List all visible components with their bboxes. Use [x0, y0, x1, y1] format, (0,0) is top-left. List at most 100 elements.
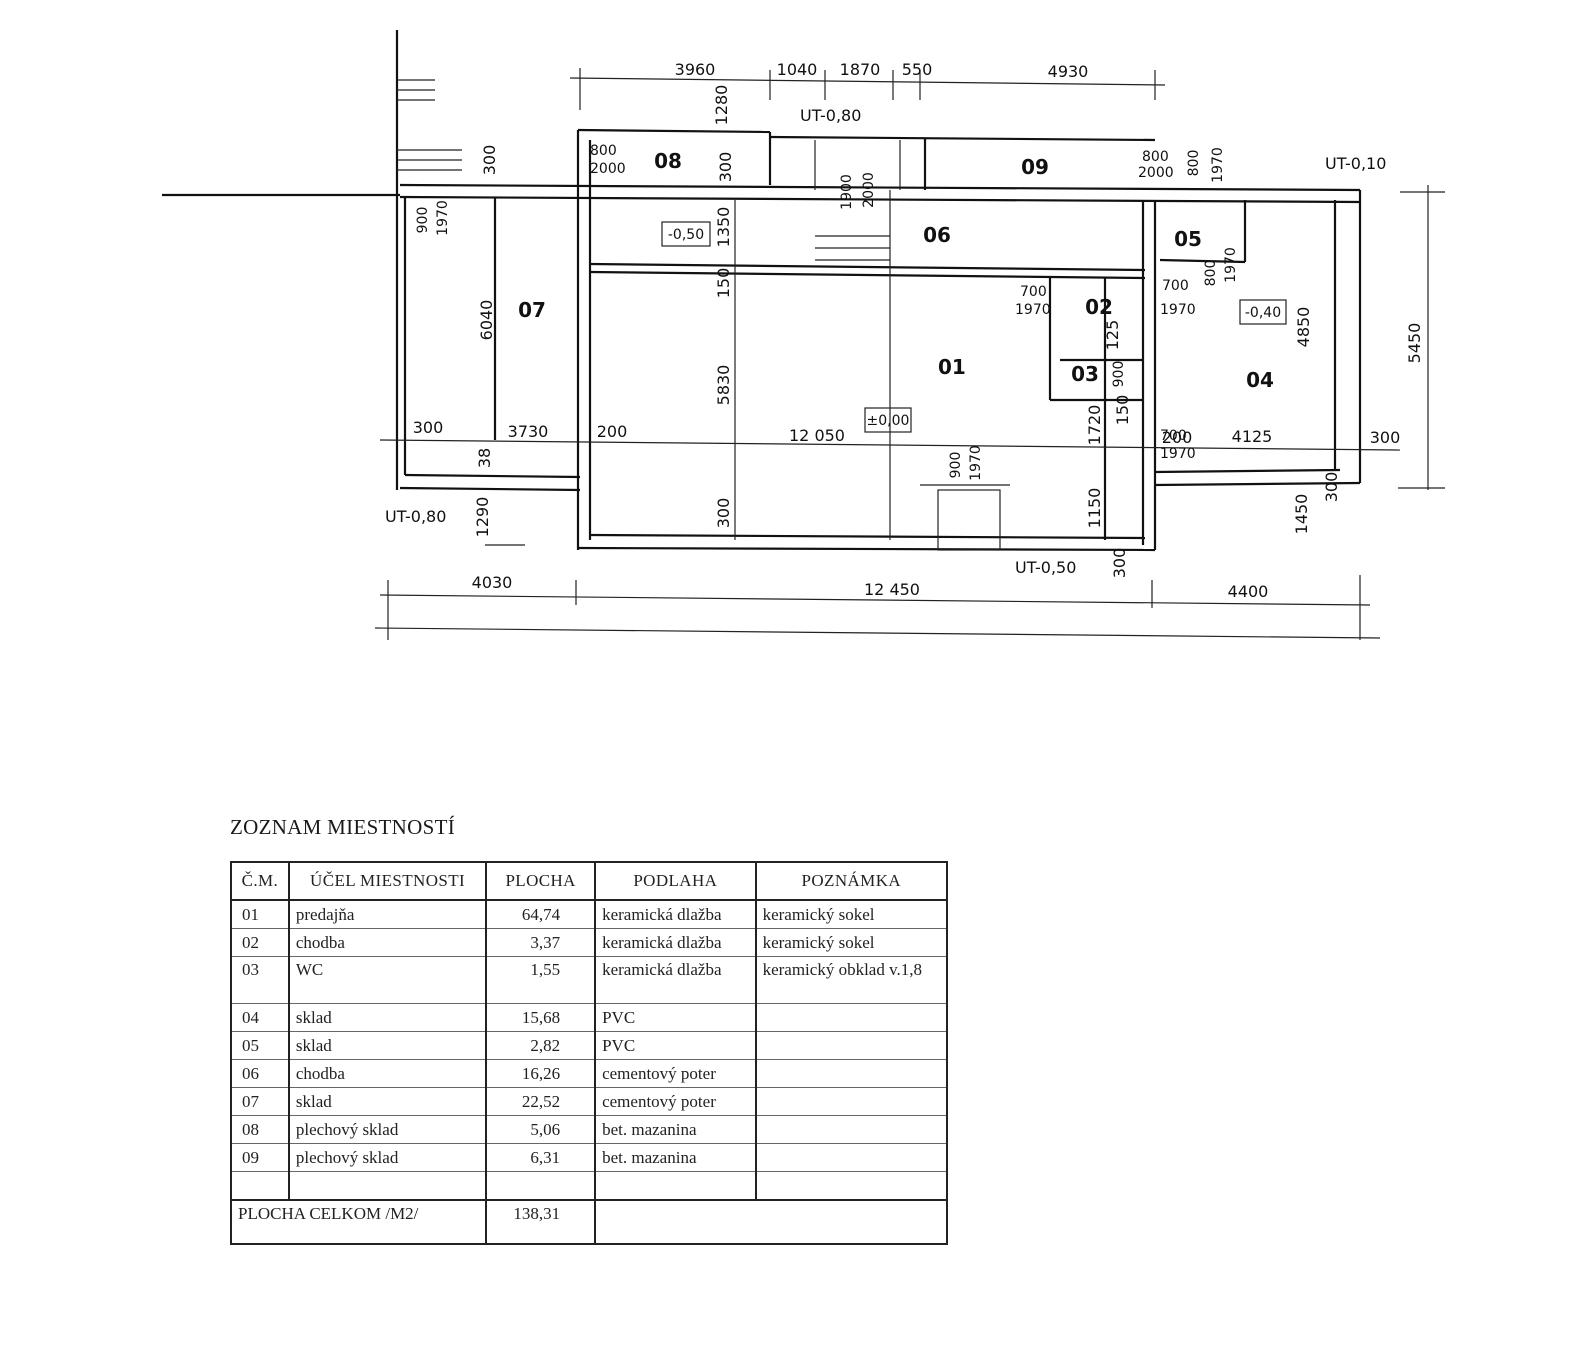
door-dim: 800 [590, 143, 617, 159]
dim-vertical: 300 [714, 498, 733, 529]
table-header-row: Č.M. ÚČEL MIESTNOSTI PLOCHA PODLAHA POZN… [230, 861, 949, 901]
total-label: PLOCHA CELKOM /M2/ [229, 1199, 488, 1245]
dim-vertical: 300 [480, 145, 499, 176]
level-box: -0,40 [1245, 305, 1281, 321]
dim-vertical: 1150 [1085, 488, 1104, 529]
dim-vertical: 1720 [1085, 405, 1104, 446]
dim-vertical: 300 [716, 152, 735, 183]
cell-floor: keramická dlažba [594, 900, 757, 929]
level-box: ±0,00 [867, 413, 910, 429]
dim-bottom: 4400 [1228, 582, 1269, 601]
cell-area: 1,55 [485, 956, 597, 1004]
dim-vertical: 1450 [1292, 494, 1311, 535]
cell-area: 22,52 [485, 1087, 597, 1116]
door-dim: 700 [1020, 284, 1047, 300]
column-header-number: Č.M. [230, 861, 290, 901]
cell-area: 15,68 [485, 1003, 597, 1032]
cell-purpose: sklad [287, 1003, 488, 1032]
column-header-note: POZNÁMKA [754, 861, 949, 901]
cell-note: keramický obklad v.1,8 [754, 956, 949, 1004]
dim-top: 4930 [1048, 62, 1089, 81]
dimension-labels: 3960 1040 1870 550 4930 4030 12 450 4400… [413, 60, 1424, 601]
door-dim: 1970 [1015, 302, 1051, 318]
dim-vertical: 300 [1322, 472, 1341, 503]
cell-floor: keramická dlažba [594, 928, 757, 957]
table-row: 03 WC 1,55 keramická dlažba keramický ob… [230, 956, 949, 1004]
room-label-01: 01 [938, 355, 966, 379]
cell-floor: cementový poter [594, 1087, 757, 1116]
door-dim: 900 [415, 207, 431, 234]
door-dim: 1970 [435, 200, 451, 236]
level-mark-right-top: UT-0,10 [1325, 154, 1386, 173]
cell-floor: PVC [594, 1031, 757, 1060]
cell-note [754, 1115, 949, 1144]
dim-vertical: 38 [475, 448, 494, 468]
cell-number: 07 [230, 1087, 290, 1116]
table-row: 07 sklad 22,52 cementový poter [230, 1087, 949, 1116]
room-label-03: 03 [1071, 362, 1099, 386]
dim-vertical: 150 [1113, 395, 1132, 426]
table-row-empty [230, 1171, 949, 1201]
door-dim: 800 [1203, 260, 1219, 287]
cell-purpose: chodba [287, 928, 488, 957]
dim-top: 1040 [777, 60, 818, 79]
cell-purpose: plechový sklad [287, 1115, 488, 1144]
cell-purpose: chodba [287, 1059, 488, 1088]
cell-note [754, 1087, 949, 1116]
dim-vertical: 125 [1103, 320, 1122, 351]
cell-floor: bet. mazanina [594, 1115, 757, 1144]
cell-purpose: sklad [287, 1087, 488, 1116]
total-empty-cell [594, 1199, 948, 1245]
room-list-table: Č.M. ÚČEL MIESTNOSTI PLOCHA PODLAHA POZN… [229, 861, 949, 1245]
dim-top: 550 [902, 60, 933, 79]
cell-number [230, 1171, 290, 1201]
table-row: 02 chodba 3,37 keramická dlažba keramick… [230, 928, 949, 957]
column-header-area: PLOCHA [485, 861, 597, 901]
room-label-02: 02 [1085, 295, 1113, 319]
cell-area [485, 1171, 597, 1201]
door-dim: 1900 [839, 174, 855, 210]
table-row: 08 plechový sklad 5,06 bet. mazanina [230, 1115, 949, 1144]
door-dim: 1970 [1160, 446, 1196, 462]
cell-number: 05 [230, 1031, 290, 1060]
door-dim: 700 [1162, 278, 1189, 294]
dimension-lines [374, 68, 1445, 640]
dim-mid: 3730 [508, 422, 549, 441]
floor-plan: 01 02 03 04 05 06 07 08 09 3960 1040 187… [162, 30, 1445, 640]
room-label-05: 05 [1174, 227, 1202, 251]
dim-vertical: 5830 [714, 365, 733, 406]
level-boxes: -0,50 ±0,00 -0,40 [661, 221, 1287, 433]
door-dim: 1970 [1210, 147, 1226, 183]
dim-bottom: 4030 [472, 573, 513, 592]
cell-floor [594, 1171, 757, 1201]
cell-note [754, 1059, 949, 1088]
dim-right: 5450 [1405, 323, 1424, 364]
dim-top: 3960 [675, 60, 716, 79]
cell-number: 04 [230, 1003, 290, 1032]
door-dim: 700 [1160, 428, 1187, 444]
cell-floor: bet. mazanina [594, 1143, 757, 1172]
dim-mid: 4125 [1232, 427, 1273, 446]
room-label-06: 06 [923, 223, 951, 247]
cell-note [754, 1143, 949, 1172]
door-dim: 2000 [590, 161, 626, 177]
door-dim: 900 [1111, 361, 1127, 388]
door-dim: 1970 [1160, 302, 1196, 318]
room-label-07: 07 [518, 298, 546, 322]
cell-area: 16,26 [485, 1059, 597, 1088]
cell-area: 3,37 [485, 928, 597, 957]
plan-walls [162, 30, 1362, 552]
cell-purpose: WC [287, 956, 488, 1004]
room-labels: 01 02 03 04 05 06 07 08 09 [518, 149, 1274, 392]
door-dim: 800 [1186, 150, 1202, 177]
cell-purpose [287, 1171, 488, 1201]
level-labels: UT-0,80 UT-0,10 UT-0,80 UT-0,50 [385, 106, 1386, 577]
level-mark-bottom: UT-0,50 [1015, 558, 1076, 577]
door-dim: 2000 [1138, 165, 1174, 181]
cell-floor: keramická dlažba [594, 956, 757, 1004]
cell-area: 64,74 [485, 900, 597, 929]
cell-note [754, 1003, 949, 1032]
cell-floor: PVC [594, 1003, 757, 1032]
door-dim: 900 [948, 452, 964, 479]
cell-note [754, 1171, 949, 1201]
